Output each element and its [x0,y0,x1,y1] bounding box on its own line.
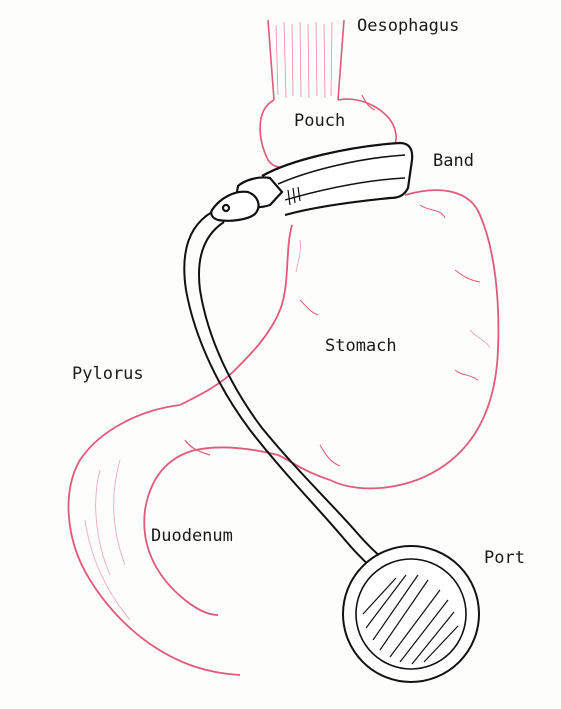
tube [184,212,392,575]
port [343,546,479,682]
oesophagus [268,20,344,100]
label-oesophagus: Oesophagus [357,18,459,35]
label-port: Port [484,550,525,567]
label-pylorus: Pylorus [72,366,144,383]
label-band: Band [433,153,474,170]
label-pouch: Pouch [294,113,345,130]
label-stomach: Stomach [325,338,397,355]
band [211,143,412,221]
label-duodenum: Duodenum [151,528,233,545]
